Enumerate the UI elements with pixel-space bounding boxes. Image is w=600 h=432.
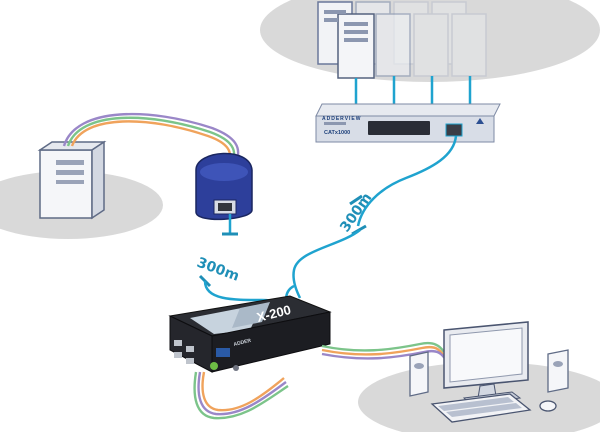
desktop-tower-icon <box>37 140 107 220</box>
extender-cable-bundle-left <box>193 371 289 420</box>
distance-label-right: 300m <box>337 190 375 235</box>
distance-label-left: 300m <box>195 255 242 285</box>
extender-cable-bundle-right <box>321 341 447 361</box>
usb-cat5-module-icon <box>195 152 253 221</box>
monitor-keyboard-speakers-icon <box>409 321 569 423</box>
server-towers-icon <box>317 1 487 79</box>
extender-brand-label: ADDER <box>233 338 252 348</box>
kvm-extender-icon <box>168 295 332 373</box>
cat5-cable-right <box>284 135 458 301</box>
switch-brand-label: ADDERVIEW <box>322 116 361 122</box>
local-cable-bundle <box>62 112 240 167</box>
server-cables <box>354 76 472 104</box>
switch-model-label: CATx1000 <box>324 130 350 136</box>
kvm-matrix-switch-icon <box>315 103 501 143</box>
